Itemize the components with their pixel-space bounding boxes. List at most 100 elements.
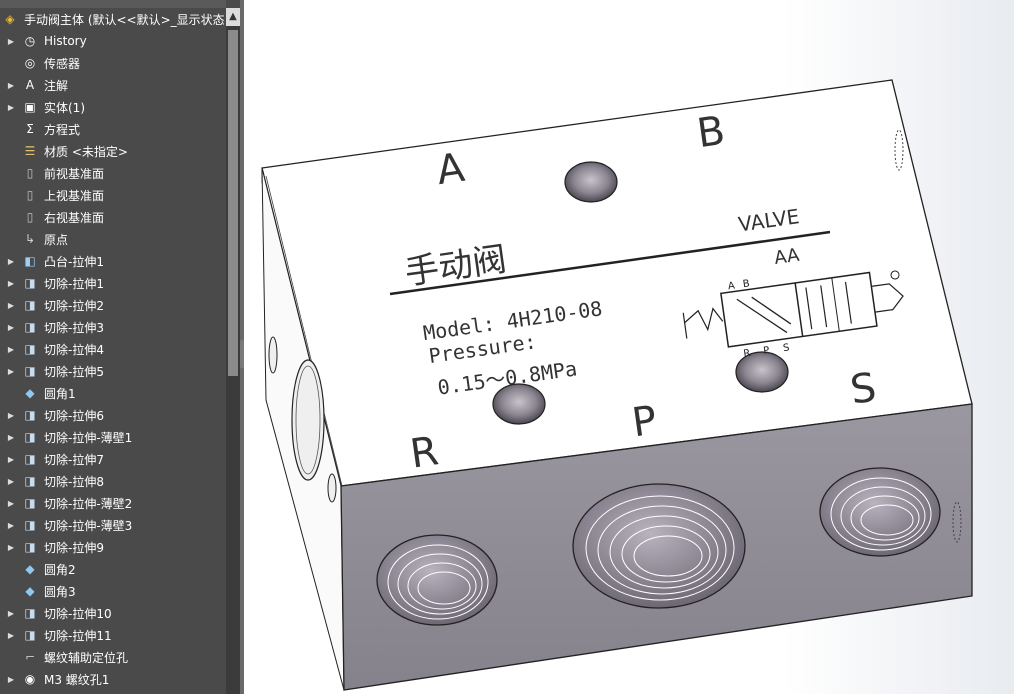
tree-item[interactable]: ▶ ◉ M3 螺纹孔1 [0,668,226,690]
expand-arrow-icon[interactable]: ▶ [7,256,15,266]
top-hole-2 [492,383,546,425]
tree-item[interactable]: ▶ A 注解 [0,74,226,96]
expand-arrow-icon[interactable]: ▶ [7,630,15,640]
cut-extrude-icon: ◨ [24,496,36,510]
port-label-r: R [407,428,441,477]
expand-arrow-icon[interactable]: ▶ [7,498,15,508]
tree-item[interactable]: ▶◨切除-拉伸8 [0,470,226,492]
origin-icon: ↳ [24,232,36,246]
expand-arrow-icon[interactable]: ▶ [7,344,15,354]
sym-label-p: P [763,345,771,357]
expand-arrow-icon[interactable]: ▶ [7,102,15,112]
tree-item[interactable]: ◆圆角3 [0,580,226,602]
tree-item-label: 切除-拉伸10 [44,606,112,621]
tree-item-label: 切除-拉伸7 [44,452,104,467]
left-port-large [291,359,325,481]
plane-icon: ▯ [26,210,34,224]
tree-item[interactable]: ▶◨切除-拉伸1 [0,272,226,294]
cut-extrude-icon: ◨ [24,276,36,290]
tree-item-label: History [44,34,87,48]
tree-item-label: 圆角2 [44,562,76,577]
front-port-left [376,534,498,626]
expand-arrow-icon[interactable]: ▶ [7,542,15,552]
tree-item-label: 切除-拉伸9 [44,540,104,555]
expand-arrow-icon[interactable]: ▶ [7,520,15,530]
cut-extrude-icon: ◨ [24,518,36,532]
expand-arrow-icon[interactable]: ▶ [7,80,15,90]
tree-item-label: 切除-拉伸3 [44,320,104,335]
expand-arrow-icon[interactable]: ▶ [7,608,15,618]
tree-item-label: 螺纹辅助定位孔 [44,650,129,665]
tree-item-label: 圆角1 [44,386,76,401]
tree-item-label: M3 螺纹孔1 [44,672,110,687]
expand-arrow-icon[interactable]: ▶ [7,476,15,486]
tree-item[interactable]: ▶ ◷ History [0,30,226,52]
plane-icon: ▯ [26,166,34,180]
tree-item[interactable]: ▶◧凸台-拉伸1 [0,250,226,272]
graphics-viewport[interactable]: A B R P S 手动阀 VALVE AA Model: 4H210-08 P… [244,0,1014,694]
tree-item[interactable]: ▶▣实体(1) [0,96,226,118]
valve-schematic-symbol: A B R P S [682,270,904,360]
tree-item-label: 前视基准面 [44,166,105,181]
tree-item[interactable]: ▶◨切除-拉伸5 [0,360,226,382]
tree-item[interactable]: ◆ 圆角1 [0,382,226,404]
tree-item[interactable]: ◎传感器 [0,52,226,74]
expand-arrow-icon[interactable]: ▶ [7,322,15,332]
hole-wizard-icon: ◉ [24,672,36,686]
tree-item-label: 注解 [44,78,69,93]
tree-item[interactable]: ▶◨切除-拉伸3 [0,316,226,338]
tree-item[interactable]: ▶ ◨ 切除-拉伸-薄壁2 [0,492,226,514]
tree-item[interactable]: ▶◨切除-拉伸-薄壁1 [0,426,226,448]
cut-extrude-icon: ◨ [24,474,36,488]
fillet-icon: ◆ [25,584,35,598]
cut-extrude-icon: ◨ [24,606,36,620]
expand-arrow-icon[interactable]: ▶ [7,454,15,464]
tree-item[interactable]: ⌐ 螺纹辅助定位孔 [0,646,226,668]
expand-arrow-icon[interactable]: ▶ [7,300,15,310]
name-underline [389,230,831,296]
sensor-icon: ◎ [24,56,36,70]
tree-item[interactable]: ▯ 前视基准面 [0,162,226,184]
tree-item[interactable]: ▶◨切除-拉伸11 [0,624,226,646]
material-icon: ☰ [24,144,36,158]
expand-arrow-icon[interactable]: ▶ [7,410,15,420]
cut-extrude-icon: ◨ [24,430,36,444]
tree-item[interactable]: ▶ ◨ 切除-拉伸10 [0,602,226,624]
part-icon: ◈ [5,12,15,26]
cut-extrude-icon: ◨ [24,408,36,422]
tree-item[interactable]: ☰ 材质 <未指定> [0,140,226,162]
tree-item[interactable]: ↳原点 [0,228,226,250]
scroll-up-icon[interactable]: ▲ [226,8,240,26]
expand-arrow-icon[interactable]: ▶ [7,674,15,684]
cut-extrude-icon: ◨ [24,298,36,312]
aa-text-label: AA [773,245,801,269]
tree-item-label: 材质 <未指定> [44,144,128,159]
port-label-b: B [694,108,728,157]
expand-arrow-icon[interactable]: ▶ [7,278,15,288]
sketch-icon: ⌐ [24,650,36,664]
history-icon: ◷ [24,34,36,48]
tree-item[interactable]: ◈手动阀主体 (默认<<默认>_显示状态 [0,8,226,30]
expand-arrow-icon[interactable]: ▶ [7,432,15,442]
expand-arrow-icon[interactable]: ▶ [7,366,15,376]
tree-item[interactable]: ▶◨切除-拉伸-薄壁3 [0,514,226,536]
left-port-small-2 [327,473,337,503]
annotation-icon: A [25,78,35,92]
tree-scroll-thumb[interactable] [228,30,238,376]
tree-item-label: 切除-拉伸2 [44,298,104,313]
fillet-icon: ◆ [25,562,35,576]
tree-item[interactable]: ▯右视基准面 [0,206,226,228]
tree-item[interactable]: ◆ 圆角2 [0,558,226,580]
tree-item[interactable]: ▶◨切除-拉伸4 [0,338,226,360]
tree-item[interactable]: ▶ ◨ 切除-拉伸2 [0,294,226,316]
tree-item-label: 切除-拉伸-薄壁2 [44,496,133,511]
expand-arrow-icon[interactable]: ▶ [7,36,15,46]
tree-item[interactable]: ▶ ◨ 切除-拉伸7 [0,448,226,470]
tree-item[interactable]: ▶◨切除-拉伸6 [0,404,226,426]
fillet-icon: ◆ [25,386,35,400]
cut-extrude-icon: ◨ [24,452,36,466]
cut-extrude-icon: ◨ [24,540,36,554]
tree-item[interactable]: ▯上视基准面 [0,184,226,206]
tree-item[interactable]: ▶ ◨ 切除-拉伸9 [0,536,226,558]
